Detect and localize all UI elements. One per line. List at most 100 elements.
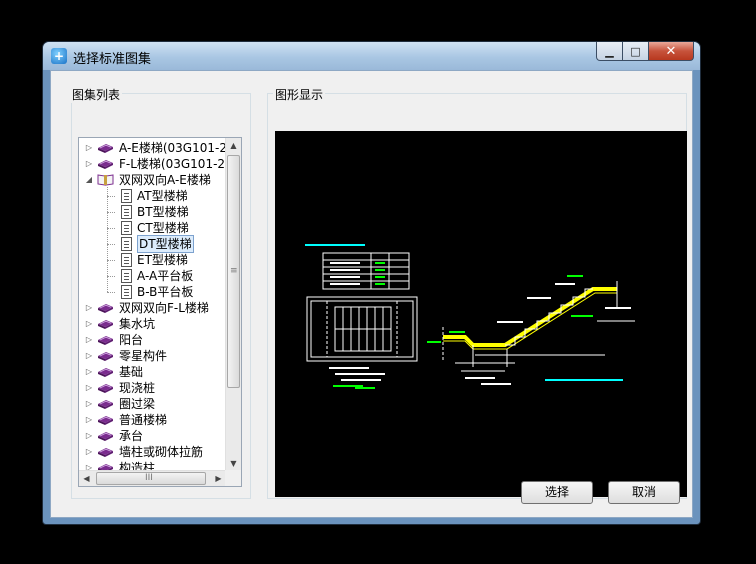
- document-page-icon: [121, 189, 132, 203]
- scroll-right-arrow-icon[interactable]: ▶: [215, 474, 222, 483]
- book-icon: [97, 333, 114, 346]
- expand-arrow-icon[interactable]: ▷: [85, 351, 93, 360]
- book-icon: [97, 381, 114, 394]
- plan-annotations: [329, 367, 385, 389]
- collapse-arrow-icon[interactable]: ◢: [85, 175, 93, 184]
- close-button[interactable]: ✕: [649, 42, 694, 61]
- open-book-icon: [97, 173, 114, 186]
- tree-horizontal-scrollbar[interactable]: ◀ III ▶: [79, 470, 227, 486]
- document-page-icon: [121, 205, 132, 219]
- section-annotations: [427, 275, 631, 385]
- tree-leaf-item[interactable]: ET型楼梯: [79, 252, 227, 268]
- cancel-button[interactable]: 取消: [608, 481, 680, 504]
- hscroll-grip-icon: III: [145, 473, 153, 483]
- book-icon: [97, 397, 114, 410]
- expand-arrow-icon[interactable]: ▷: [85, 319, 93, 328]
- tree-folder-item[interactable]: ▷ F-L楼梯(03G101-2): [79, 156, 227, 172]
- book-icon: [97, 349, 114, 362]
- tree-leaf-item[interactable]: AT型楼梯: [79, 188, 227, 204]
- book-icon: [97, 317, 114, 330]
- atlas-tree[interactable]: ▷A-E楼梯(03G101-2)▷F-L楼梯(03G101-2)◢双网双向A-E…: [78, 137, 242, 487]
- drawing-note: [545, 379, 623, 381]
- table-values: [330, 262, 385, 285]
- window-title: 选择标准图集: [73, 52, 152, 67]
- book-icon: [97, 157, 114, 170]
- tree-item-label: F-L楼梯(03G101-2): [119, 157, 227, 171]
- book-icon: [97, 141, 114, 154]
- tree-item-label: ET型楼梯: [137, 253, 188, 267]
- expand-arrow-icon[interactable]: ▷: [85, 415, 93, 424]
- tree-folder-item[interactable]: ▷ 集水坑: [79, 316, 227, 332]
- tree-vertical-scroll-thumb[interactable]: ≡: [227, 155, 240, 388]
- tree-folder-item[interactable]: ▷现浇桩: [79, 380, 227, 396]
- scrollbar-corner: [225, 470, 241, 486]
- expand-arrow-icon[interactable]: ▷: [85, 431, 93, 440]
- tree-folder-item[interactable]: ▷ 墙柱或砌体拉筋: [79, 444, 227, 460]
- tree-item-label: AT型楼梯: [137, 189, 188, 203]
- tree-folder-item[interactable]: ▷普通楼梯: [79, 412, 227, 428]
- tree-leaf-item[interactable]: BT型楼梯: [79, 204, 227, 220]
- tree-item-label: 集水坑: [119, 317, 156, 331]
- expand-arrow-icon[interactable]: ▷: [85, 399, 93, 408]
- expand-arrow-icon[interactable]: ▷: [85, 367, 93, 376]
- tree-branch-line: [107, 228, 115, 229]
- scroll-left-arrow-icon[interactable]: ◀: [83, 474, 90, 483]
- tree-leaf-item[interactable]: A-A平台板: [79, 268, 227, 284]
- tree-item-label: 圈过梁: [119, 397, 156, 411]
- document-page-icon: [121, 269, 132, 283]
- expand-arrow-icon[interactable]: ▷: [85, 383, 93, 392]
- tree-folder-item[interactable]: ▷ 阳台: [79, 332, 227, 348]
- book-icon: [97, 413, 114, 426]
- tree-folder-item[interactable]: ▷ 零星构件: [79, 348, 227, 364]
- tree-item-label: 双网双向A-E楼梯: [119, 173, 211, 187]
- document-page-icon: [121, 237, 132, 251]
- select-button[interactable]: 选择: [521, 481, 593, 504]
- tree-vertical-scrollbar[interactable]: ▲ ≡ ▼: [225, 138, 241, 472]
- book-icon: [97, 445, 114, 458]
- stair-plan-view: [306, 296, 418, 362]
- tree-leaf-item[interactable]: CT型楼梯: [79, 220, 227, 236]
- expand-arrow-icon[interactable]: ▷: [85, 463, 93, 472]
- tree-branch-line: [107, 196, 115, 197]
- scroll-up-arrow-icon[interactable]: ▲: [230, 141, 237, 150]
- tree-folder-item[interactable]: ▷承台: [79, 428, 227, 444]
- tree-branch-line: [107, 276, 115, 277]
- tree-item-label: 阳台: [119, 333, 144, 347]
- tree-folder-item[interactable]: ▷ 基础: [79, 364, 227, 380]
- stair-section-view: [442, 281, 635, 372]
- tree-item-label: B-B平台板: [137, 285, 194, 299]
- tree-leaf-item[interactable]: B-B平台板: [79, 284, 227, 300]
- tree-folder-item[interactable]: ▷ 双网双向F-L楼梯: [79, 300, 227, 316]
- tree-item-label: CT型楼梯: [137, 221, 189, 235]
- app-icon: +: [51, 48, 67, 64]
- tree-branch-line: [107, 260, 115, 261]
- expand-arrow-icon[interactable]: ▷: [85, 143, 93, 152]
- expand-arrow-icon[interactable]: ▷: [85, 335, 93, 344]
- tree-item-label: 墙柱或砌体拉筋: [119, 445, 204, 459]
- tree-item-label: 零星构件: [119, 349, 168, 363]
- tree-branch-line: [107, 212, 115, 213]
- maximize-button[interactable]: □: [623, 42, 649, 61]
- tree-item-label: 基础: [119, 365, 144, 379]
- expand-arrow-icon[interactable]: ▷: [85, 159, 93, 168]
- minimize-button[interactable]: ▁: [596, 42, 623, 61]
- book-icon: [97, 301, 114, 314]
- tree-group-label: 图集列表: [70, 86, 123, 103]
- scroll-down-arrow-icon[interactable]: ▼: [230, 459, 237, 468]
- tree-item-label: DT型楼梯: [137, 235, 194, 253]
- title-bar[interactable]: + 选择标准图集 ▁ □ ✕: [43, 42, 700, 70]
- tree-folder-item[interactable]: ▷A-E楼梯(03G101-2): [79, 140, 227, 156]
- stair-drawing: [305, 244, 635, 389]
- expand-arrow-icon[interactable]: ▷: [85, 447, 93, 456]
- document-page-icon: [121, 221, 132, 235]
- tree-groupbox: [71, 93, 251, 499]
- tree-horizontal-scroll-thumb[interactable]: III: [96, 472, 206, 485]
- expand-arrow-icon[interactable]: ▷: [85, 303, 93, 312]
- tree-folder-item[interactable]: ◢ 双网双向A-E楼梯: [79, 172, 227, 188]
- dialog-window: + 选择标准图集 ▁ □ ✕ 图集列表 ▷A-E楼梯(03G101-2)▷F-L…: [42, 41, 701, 525]
- caption-buttons: ▁ □ ✕: [596, 42, 694, 61]
- tree-item-label: 双网双向F-L楼梯: [119, 301, 209, 315]
- tree-folder-item[interactable]: ▷ 圈过梁: [79, 396, 227, 412]
- tree-leaf-item[interactable]: DT型楼梯: [79, 235, 227, 253]
- drawing-preview: [275, 131, 687, 497]
